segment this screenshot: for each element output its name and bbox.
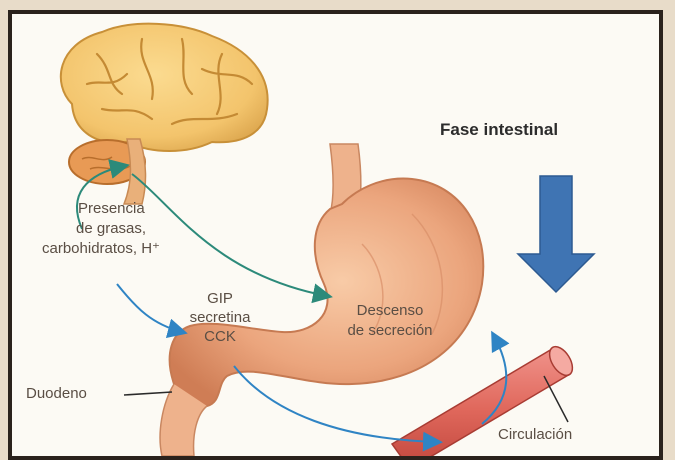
- duodeno-label: Duodeno: [26, 385, 87, 403]
- diagram-frame: Fase intestinal Presencia de grasas, car…: [8, 10, 663, 460]
- stimulus-label-line2: de grasas,: [76, 220, 146, 238]
- down-arrow-icon: [518, 176, 594, 292]
- stimulus-label-line1: Presencia: [78, 200, 145, 218]
- hormones-label-line1: GIP: [180, 290, 260, 308]
- effect-label-line2: de secreción: [330, 322, 450, 340]
- phase-title: Fase intestinal: [440, 120, 558, 140]
- stimulus-label-line3: carbohidratos, H⁺: [42, 240, 160, 258]
- hormones-label-line3: CCK: [180, 328, 260, 346]
- stimulus-to-hormones-arrow: [117, 284, 182, 332]
- brain-to-stomach-arrow: [132, 174, 327, 296]
- effect-label-line1: Descenso: [330, 302, 450, 320]
- circulacion-label: Circulación: [498, 426, 572, 444]
- brain-icon: [61, 24, 268, 204]
- duodeno-pointer: [124, 392, 172, 395]
- hormones-label-line2: secretina: [180, 309, 260, 327]
